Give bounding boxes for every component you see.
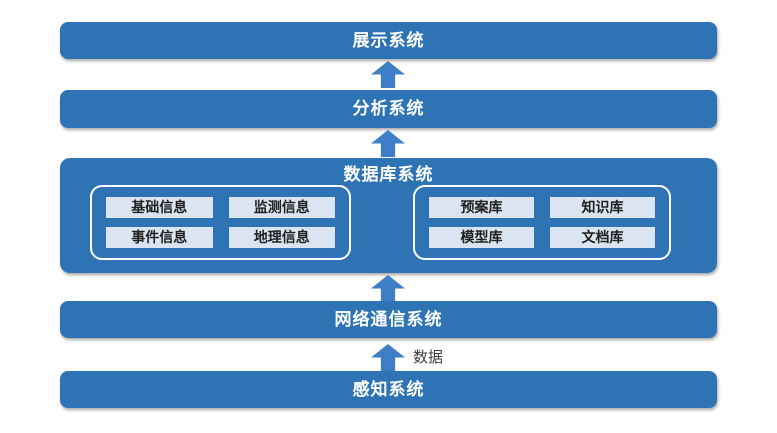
database-library-group: 预案库 知识库 模型库 文档库 [413,185,671,260]
up-arrow-icon [371,61,405,88]
layer-bar-display-system: 展示系统 [60,22,717,59]
up-arrow-icon [371,130,405,157]
database-system-title: 数据库系统 [343,165,434,184]
db-item-geographic-info: 地理信息 [228,227,335,248]
db-item-knowledge-library: 知识库 [550,197,655,218]
db-item-event-info: 事件信息 [106,227,213,248]
up-arrow-icon [371,275,405,302]
layer-bar-analysis-system: 分析系统 [60,90,717,128]
database-info-group: 基础信息 监测信息 事件信息 地理信息 [90,185,351,260]
db-item-monitoring-info: 监测信息 [228,197,335,218]
data-flow-label: 数据 [413,349,444,366]
layer-bar-network-communication-system: 网络通信系统 [60,301,717,338]
layer-bar-sensing-system: 感知系统 [60,371,717,408]
db-item-model-library: 模型库 [429,227,534,248]
db-item-plan-library: 预案库 [429,197,534,218]
layer-box-database-system: 数据库系统 基础信息 监测信息 事件信息 地理信息 预案库 知识库 模型库 文档… [60,158,717,273]
db-item-basic-info: 基础信息 [106,197,213,218]
up-arrow-icon [371,344,405,371]
db-item-document-library: 文档库 [550,227,655,248]
